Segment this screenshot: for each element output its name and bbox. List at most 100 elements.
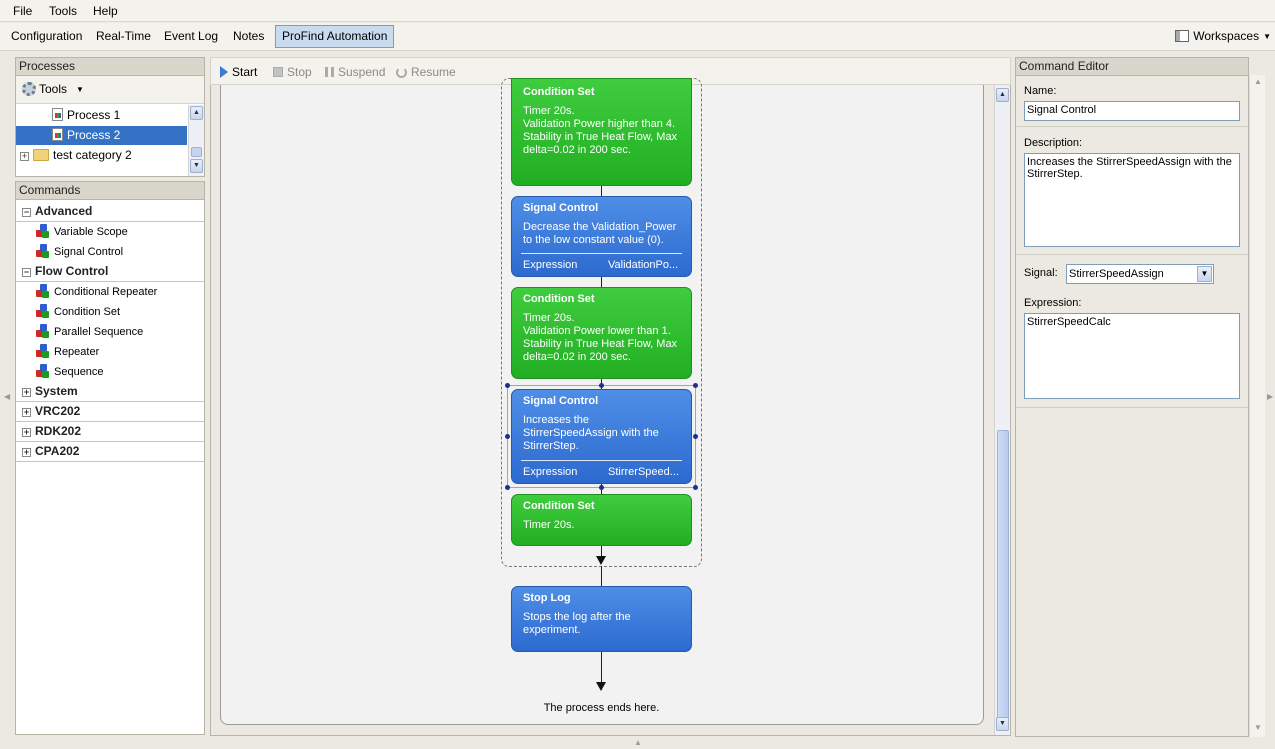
category-label: CPA202 (35, 444, 80, 458)
process-toolbar: Start Stop Suspend Resume (210, 57, 1011, 85)
name-field[interactable]: Signal Control (1024, 101, 1240, 121)
process-end-label: The process ends here. (543, 702, 660, 714)
flow-card-condition-set[interactable]: Condition Set Timer 20s. (511, 494, 692, 546)
flow-card-signal-control-selected[interactable]: Signal Control Increases the StirrerSpee… (511, 389, 692, 484)
command-editor-panel: Command Editor Name: Signal Control Desc… (1015, 57, 1249, 737)
stop-icon (273, 67, 283, 77)
expression-field[interactable]: StirrerSpeedCalc (1024, 313, 1240, 399)
tree-item-label: test category 2 (53, 148, 132, 162)
workspaces-menu[interactable]: Workspaces ▼ (1175, 29, 1271, 43)
scroll-thumb[interactable] (191, 147, 202, 157)
command-conditional-repeater[interactable]: Conditional Repeater (36, 282, 157, 302)
expand-icon[interactable]: + (22, 427, 31, 437)
tree-item-process-1[interactable]: Process 1 (52, 106, 187, 125)
stop-button[interactable]: Stop (273, 65, 312, 79)
tab-eventlog[interactable]: Event Log (164, 29, 219, 43)
menu-file[interactable]: File (13, 4, 33, 18)
scroll-down-icon[interactable]: ▼ (190, 159, 203, 173)
folder-icon (33, 149, 49, 161)
suspend-button[interactable]: Suspend (325, 65, 385, 79)
commands-panel: Commands −Advanced Variable Scope Signal… (15, 181, 205, 735)
category-rdk202[interactable]: +RDK202 (16, 422, 204, 442)
tab-realtime[interactable]: Real-Time (96, 29, 151, 43)
command-icon (36, 304, 50, 318)
processes-scrollbar[interactable]: ▲ ▼ (188, 105, 204, 176)
category-advanced[interactable]: −Advanced (16, 202, 204, 222)
stop-label: Stop (287, 65, 312, 79)
start-button[interactable]: Start (220, 65, 257, 79)
expand-icon[interactable]: + (22, 407, 31, 417)
flow-card-condition-set[interactable]: Condition Set Timer 20s. Validation Powe… (511, 287, 692, 379)
scroll-down-icon[interactable]: ▼ (996, 717, 1009, 731)
chevron-down-icon: ▼ (1263, 31, 1271, 41)
expand-icon[interactable]: + (22, 387, 31, 397)
menu-tools[interactable]: Tools (49, 4, 78, 18)
resize-handle[interactable] (693, 485, 698, 490)
resize-handle[interactable] (505, 383, 510, 388)
category-cpa202[interactable]: + CPA202 (16, 442, 204, 462)
expand-icon[interactable]: + (20, 151, 29, 161)
category-label: VRC202 (35, 404, 81, 418)
scroll-up-icon[interactable]: ▲ (1254, 77, 1262, 86)
resize-handle[interactable] (599, 383, 604, 388)
editor-scrollbar[interactable]: ▲ ▼ (1249, 75, 1265, 737)
collapse-left-icon[interactable]: ◀ (4, 392, 11, 401)
command-label: Sequence (54, 366, 104, 378)
play-icon (220, 66, 228, 78)
description-field[interactable]: Increases the StirrerSpeedAssign with th… (1024, 153, 1240, 247)
signal-select[interactable]: StirrerSpeedAssign ▼ (1066, 264, 1214, 284)
card-title: Signal Control (523, 395, 599, 407)
category-flow-control[interactable]: −Flow Control (16, 262, 204, 282)
resume-button[interactable]: Resume (396, 65, 456, 79)
resize-handle[interactable] (505, 434, 510, 439)
canvas-scrollbar[interactable]: ▲ ▼ (994, 85, 1010, 735)
menu-help[interactable]: Help (93, 4, 118, 18)
command-repeater[interactable]: Repeater (36, 342, 99, 362)
flow-card-condition-set[interactable]: Condition Set Timer 20s. Validation Powe… (511, 78, 692, 186)
tab-notes[interactable]: Notes (233, 29, 265, 43)
workspaces-icon (1175, 30, 1190, 42)
resize-handle[interactable] (693, 434, 698, 439)
flow-card-stop-log[interactable]: Stop Log Stops the log after the experim… (511, 586, 692, 652)
divider (1016, 126, 1248, 127)
card-title: Signal Control (523, 202, 599, 214)
start-label: Start (232, 65, 258, 79)
tab-configuration[interactable]: Configuration (11, 29, 83, 43)
command-parallel-sequence[interactable]: Parallel Sequence (36, 322, 143, 342)
collapse-bottom-icon[interactable]: ▲ (634, 738, 642, 747)
flow-card-signal-control[interactable]: Signal Control Decrease the Validation_P… (511, 196, 692, 277)
expand-icon[interactable]: + (22, 447, 31, 457)
command-icon (36, 364, 50, 378)
tab-profind-automation[interactable]: ProFind Automation (275, 25, 395, 48)
scroll-up-icon[interactable]: ▲ (996, 88, 1009, 102)
processes-header: Processes (16, 58, 204, 76)
resize-handle[interactable] (599, 485, 604, 490)
scroll-up-icon[interactable]: ▲ (190, 106, 203, 120)
scroll-thumb[interactable] (997, 430, 1009, 720)
resize-handle[interactable] (693, 383, 698, 388)
command-sequence[interactable]: Sequence (36, 362, 104, 382)
card-body: Timer 20s. Validation Power higher than … (523, 105, 678, 156)
arrow-down-icon (596, 682, 606, 691)
collapse-right-icon[interactable]: ▶ (1267, 392, 1274, 401)
collapse-icon[interactable]: − (22, 207, 31, 217)
main-tab-bar: Configuration Real-Time Event Log Notes … (0, 23, 1275, 51)
collapse-icon[interactable]: − (22, 267, 31, 277)
tree-item-test-category-2[interactable]: + test category 2 (20, 146, 185, 165)
resize-handle[interactable] (505, 485, 510, 490)
command-variable-scope[interactable]: Variable Scope (36, 222, 128, 242)
tools-dropdown-button[interactable]: Tools ▼ (22, 82, 84, 96)
command-label: Variable Scope (54, 226, 128, 238)
category-system[interactable]: +System (16, 382, 204, 402)
connector-line (601, 566, 602, 586)
scroll-down-icon[interactable]: ▼ (1254, 723, 1262, 732)
chevron-down-icon[interactable]: ▼ (1197, 266, 1212, 282)
processes-panel: Processes Tools ▼ Process 1 Process 2 + t… (15, 57, 205, 177)
expression-value: ValidationPo... (608, 259, 679, 271)
divider (1016, 254, 1248, 255)
command-condition-set[interactable]: Condition Set (36, 302, 120, 322)
command-signal-control[interactable]: Signal Control (36, 242, 123, 262)
connector-line (601, 652, 602, 682)
category-vrc202[interactable]: + VRC202 (16, 402, 204, 422)
tree-item-process-2[interactable]: Process 2 (16, 126, 187, 145)
